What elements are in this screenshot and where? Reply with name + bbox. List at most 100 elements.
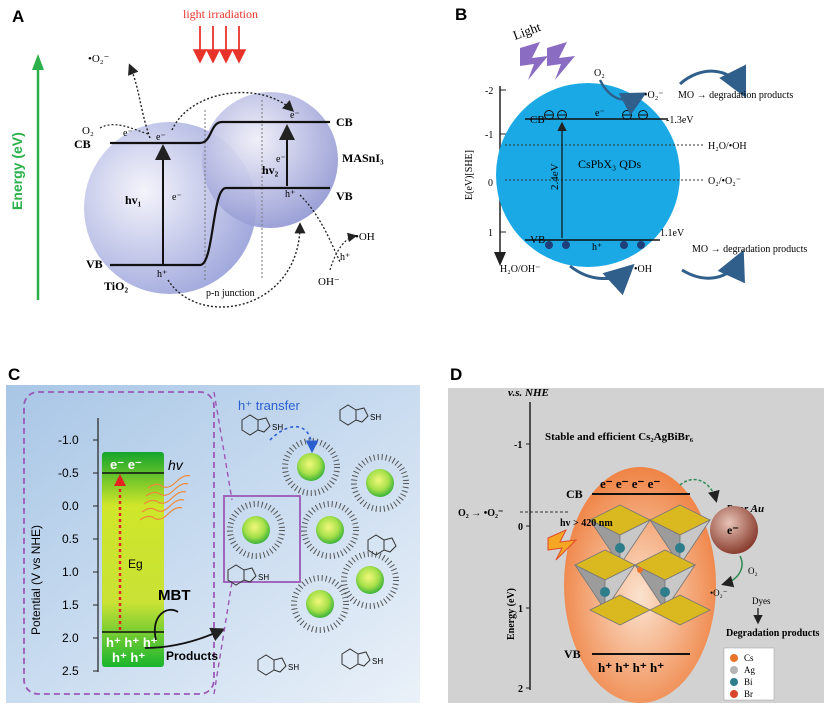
d-axis-ticks [526, 443, 530, 689]
c-tick-label: 2.0 [62, 631, 79, 645]
d-degradation-label: Degradation products [726, 628, 820, 639]
d-crystal-lattice [573, 504, 712, 626]
o2-reduction-curve [99, 124, 149, 135]
o2-label: O₂ [82, 125, 94, 137]
cspbx3-qd-sphere [496, 83, 680, 267]
light-arrows [192, 26, 247, 64]
d-vb-label: VB [564, 647, 581, 661]
b-o2-label: O₂ [594, 68, 605, 79]
b-mo-bottom-label: MO → degradation products [692, 244, 807, 255]
light-irradiation-label: light irradiation [183, 7, 258, 21]
light-bolts [520, 42, 575, 80]
energy-axis-label: Energy (eV) [9, 132, 25, 210]
c-mbt-molecules [227, 404, 397, 676]
b-oh-oxidation-arrow [569, 263, 635, 296]
c-eg-label: Eg [128, 557, 143, 571]
panel-c-letter: C [8, 365, 20, 384]
b-vb-label: VB [530, 234, 545, 246]
d-hv-label: hv > 420 nm [560, 518, 613, 529]
c-tick-label: -0.5 [58, 466, 79, 480]
d-o2-label: O₂ [748, 566, 758, 576]
superoxide-label: •O₂⁻ [88, 53, 110, 65]
d-axis-top-label: v.s. NHE [508, 387, 549, 399]
d-legend-cs-label: Cs [744, 653, 754, 663]
d-o2-reduction-arrow [721, 555, 743, 588]
b-cb-value: -1.3eV [666, 115, 694, 126]
panel-d-letter: D [450, 365, 462, 384]
electron-label-mid: e⁻ [172, 192, 182, 203]
b-holes [545, 241, 645, 249]
b-bottom-degradation-arrow [681, 249, 745, 284]
b-vb-value: 1.1eV [660, 228, 685, 239]
panel-a: A Energy (eV) light irradiation CB CB VB… [9, 7, 384, 308]
light-label: Light [511, 19, 543, 43]
b-cb-label: CB [530, 114, 545, 126]
electron-transfer-arrow [171, 91, 295, 131]
c-light-waves [139, 475, 191, 521]
c-zoom-line-bottom [213, 581, 233, 695]
d-legend-bi-swatch [730, 678, 738, 686]
cb-right-label: CB [336, 115, 353, 129]
b-superoxide-label: •O₂⁻ [644, 90, 664, 101]
c-products-label: Products [166, 649, 218, 663]
masni3-sphere [202, 92, 338, 228]
c-zoom-box [223, 495, 301, 583]
hole-transfer-arrow [167, 222, 306, 308]
masni3-label: MASnI₃ [342, 151, 384, 165]
b-o2-pair-label: O₂/•O₂⁻ [708, 176, 741, 187]
b-tick-label: 0 [488, 178, 493, 189]
c-hv-label: hv [168, 457, 184, 473]
d-tick-label: 2 [518, 684, 523, 695]
b-h2o-ohminus-label: H₂O/OH⁻ [500, 264, 540, 275]
d-cb-label: CB [566, 487, 583, 501]
b-gap-label: 2.4eV [549, 163, 561, 190]
d-electrons-label: e⁻ e⁻ e⁻ e⁻ [600, 476, 660, 491]
c-electrons-label: e⁻ e⁻ [110, 457, 142, 472]
hydroxide-label: OH⁻ [318, 276, 340, 288]
d-tick-label: 0 [518, 522, 523, 533]
d-light-bolt [547, 528, 578, 561]
pn-junction-label: p-n junction [206, 288, 255, 299]
panel-d: D v.s. NHE -1 0 1 2 Energy (eV) Stable a… [448, 365, 824, 703]
d-legend-br-swatch [730, 690, 738, 698]
c-transfer-label: h⁺ transfer [238, 398, 300, 413]
d-o2-equation: O₂ → •O₂⁻ [458, 508, 503, 519]
d-tick-label: -1 [514, 440, 522, 451]
hole-label-vb-right: h⁺ [285, 189, 295, 200]
conduction-band-line [110, 120, 330, 145]
panel-a-letter: A [12, 7, 24, 26]
hole-label-vb-left: h⁺ [157, 269, 167, 280]
d-tick-label: 1 [518, 604, 523, 615]
electron-label-cb-right: e⁻ [290, 110, 300, 121]
hv1-label: hv₁ [125, 193, 142, 207]
c-tick-label: 0.5 [62, 532, 79, 546]
c-holes-row1: h⁺ h⁺ h⁺ [106, 635, 158, 650]
d-metal-particle [710, 506, 758, 554]
panel-b-letter: B [455, 5, 467, 24]
tio2-label: TiO₂ [104, 279, 128, 293]
b-electron-label: e⁻ [595, 108, 605, 119]
b-mo-top-label: MO → degradation products [678, 90, 793, 101]
c-axis-label: Potential (V vs NHE) [29, 525, 43, 635]
vb-right-label: VB [336, 189, 353, 203]
vb-left-label: VB [86, 257, 103, 271]
d-legend-ag-swatch [730, 666, 738, 674]
c-nanoparticles [227, 438, 409, 633]
b-hydroxyl-label: •OH [634, 264, 652, 275]
b-tick-label: 1 [488, 228, 493, 239]
hole-label-oh: h⁺ [340, 252, 350, 263]
c-mbt-label: MBT [158, 587, 191, 604]
c-tick-label: 2.5 [62, 664, 79, 678]
hydroxyl-radical-label: •OH [355, 231, 375, 243]
energy-axis-arrowhead [32, 54, 44, 70]
panel-c: C Potential (V vs NHE) -1.0 -0.5 0.0 0.5… [6, 365, 420, 703]
c-tick-label: -1.0 [58, 433, 79, 447]
d-holes-label: h⁺ h⁺ h⁺ h⁺ [598, 660, 664, 675]
b-hole-label: h⁺ [592, 242, 602, 253]
hole-to-oh-curve [299, 194, 341, 263]
d-legend-cs-swatch [730, 654, 738, 662]
c-products-arrow [144, 627, 226, 649]
b-tick-label: -1 [485, 130, 493, 141]
c-holes-row2: h⁺ h⁺ [112, 650, 145, 665]
d-superoxide-label: •O₂⁻ [710, 588, 728, 598]
